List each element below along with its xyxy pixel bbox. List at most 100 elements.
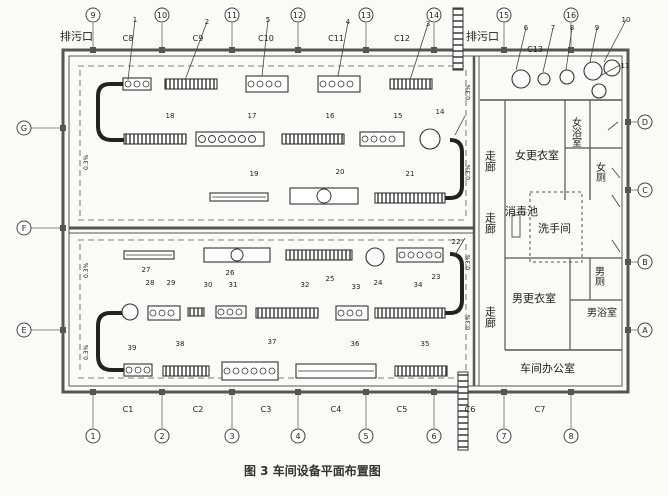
equipment-33-detail [355,309,363,317]
grid-bubble-bottom [563,428,579,444]
equipment-5-detail [256,80,264,88]
column-label-top: C12 [394,34,410,43]
doors [607,121,621,253]
corridor-label-top: 走廊 [484,150,497,173]
grid-bubble-top [496,7,512,23]
grid-label-bottom: 6 [431,432,436,441]
female-bath-label: 女浴室 [570,116,582,147]
equipment-15 [359,131,405,147]
equipment-17-detail [238,135,246,143]
column-label-top: C8 [123,34,134,43]
grid-label-bottom: 8 [568,432,573,441]
equipment-17-detail [248,135,256,143]
column-post [60,327,66,333]
female-toilet-label: 女厕 [594,161,606,183]
equipment-number-16: 16 [326,112,335,120]
equipment-29-detail [158,309,166,317]
equipment-37-detail [259,367,267,375]
drain-outlet-left: 排污口 [60,29,93,43]
equipment-4-detail [346,80,354,88]
equipment-number-14: 14 [436,108,445,116]
drain-outlet-right: 排污口 [466,29,499,43]
column-post [568,389,574,395]
equipment-4-detail [319,80,327,88]
column-post [625,119,631,125]
column-post [431,389,437,395]
grid-bubble-bottom [358,428,374,444]
equipment-number-37: 37 [268,338,277,346]
equipment-number-9: 9 [595,24,599,32]
grid-label-right: C [642,186,648,195]
male-toilet-label: 男厕 [593,266,605,287]
grid-label-right: B [642,258,648,267]
grid-label-top: 16 [566,11,576,20]
column-post [229,47,235,53]
grid-label-left: E [21,326,26,335]
grid-label-top: 12 [293,11,303,20]
column-post [159,47,165,53]
equipment-number-36: 36 [351,340,360,348]
grid-label-right: A [642,326,648,335]
drain-ditches [452,7,469,451]
equipment-number-3: 3 [426,20,430,28]
grid-bubble-bottom [224,428,240,444]
equipment-23-detail [416,251,424,259]
corridor-label-mid: 走廊 [484,212,497,235]
equipment-17 [195,131,265,147]
grid-bubble-right [637,114,653,130]
slope-label: 0.3% [465,254,472,270]
equipment-number-32: 32 [301,281,310,289]
column-label-top: C10 [258,34,274,43]
equipment-38 [162,365,210,377]
equipment-30 [187,307,205,317]
figure-caption: 图 3 车间设备平面布置图 [244,463,381,478]
equipment-9-detail [583,61,603,81]
equipment-39-detail [143,366,151,374]
column-label-bottom: C4 [331,405,342,414]
grid-bubble-left [16,322,32,338]
equipment-17-detail [208,135,216,143]
grid-bubble-bottom [290,428,306,444]
slope-label: 0.3% [83,262,90,278]
equipment-number-29: 29 [167,279,176,287]
equipment-39 [123,363,153,377]
column-post [60,225,66,231]
column-post [363,47,369,53]
grid-label-bottom: 3 [229,432,234,441]
column-post [501,47,507,53]
grid-label-bottom: 2 [159,432,164,441]
column-post [501,389,507,395]
building-walls [61,48,630,394]
column-label-bottom: C7 [535,405,546,414]
equipment-1 [122,77,152,91]
equipment-number-10: 10 [622,16,631,24]
equipment-16 [281,133,345,145]
equipment-number-22: 22 [452,238,461,246]
leader-lines [127,19,627,256]
equipment-number-23: 23 [432,273,441,281]
equipment-25 [285,249,353,261]
grid-bubble-top [358,7,374,23]
equipment-6-detail [511,69,531,89]
equipment-23-detail [425,251,433,259]
equipment-31-detail [235,308,243,316]
equipment-32 [255,307,319,319]
column-label-bottom: C1 [123,405,134,414]
column-post [363,389,369,395]
column-post [229,389,235,395]
equipment-5-detail [274,80,282,88]
equipment-26-detail [230,248,244,262]
equipment-number-11: 11 [621,62,630,70]
equipment-1-detail [142,80,150,88]
equipment-17-detail [218,135,226,143]
equipment-37-detail [223,367,231,375]
column-label-top: C9 [193,34,204,43]
room-labels: 走廊 走廊 走廊 女浴室 女厕 女更衣室 消毒池 洗手间 男更衣室 男厕 男浴室… [60,29,617,478]
equipment-5-detail [265,80,273,88]
equipment-15-detail [361,135,369,143]
equipment-33 [335,305,369,321]
corridor-label-bottom: 走廊 [484,306,497,329]
slope-label: 0.3% [83,344,90,360]
washroom-label: 洗手间 [538,221,571,235]
